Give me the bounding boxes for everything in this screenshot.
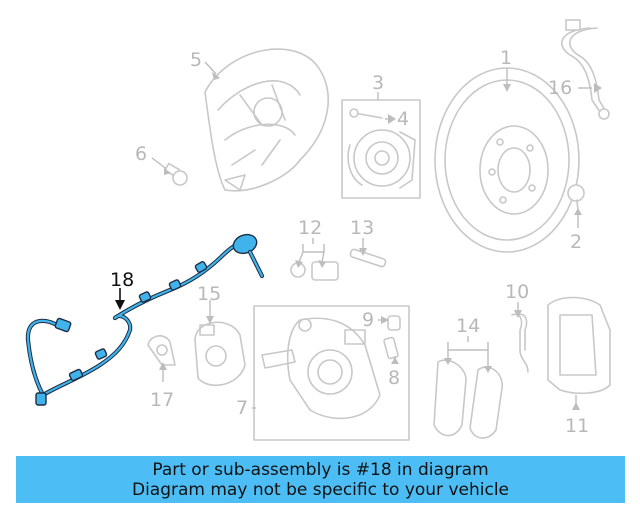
leader-arrowheads	[159, 72, 602, 410]
part-7-caliper-assembly	[252, 305, 410, 441]
callout-8[interactable]: 8	[388, 367, 400, 389]
part-1-brake-rotor	[434, 67, 580, 253]
callout-3[interactable]: 3	[372, 72, 384, 94]
part-2-screw	[567, 184, 585, 228]
callout-11[interactable]: 11	[565, 415, 589, 437]
part-18-abs-sensor	[25, 233, 265, 406]
part-6-bolt	[151, 157, 188, 186]
part-17-bracket	[147, 335, 176, 382]
callout-labels: 1 2 3 4 5 6 7 8 9 10 11 12 13 14 15 16 1…	[110, 47, 589, 437]
callout-17[interactable]: 17	[150, 389, 174, 411]
part-3-hub-bearing	[341, 92, 421, 199]
banner-line-disclaimer: Diagram may not be specific to your vehi…	[131, 479, 509, 500]
callout-15[interactable]: 15	[197, 283, 221, 305]
callout-6[interactable]: 6	[135, 143, 147, 165]
banner-line-part-number: Part or sub-assembly is #18 in diagram	[152, 459, 489, 480]
parts-diagram: 1 2 3 4 5 6 7 8 9 10 11 12 13 14 15 16 1…	[25, 19, 611, 441]
part-12-guide-pin-kit	[290, 238, 339, 281]
info-banner: Part or sub-assembly is #18 in diagram D…	[16, 456, 625, 503]
callout-7[interactable]: 7	[236, 397, 248, 419]
callout-2[interactable]: 2	[570, 231, 582, 253]
part-4-hub-bolt	[349, 108, 392, 120]
part-11-caliper-carrier	[547, 296, 611, 410]
part-13-pin	[349, 238, 387, 268]
callout-12[interactable]: 12	[298, 217, 322, 239]
part-15-parking-motor	[194, 300, 246, 387]
callout-9[interactable]: 9	[362, 309, 374, 331]
callout-1[interactable]: 1	[500, 47, 512, 69]
part-16-brake-hose	[561, 19, 610, 120]
callout-13[interactable]: 13	[350, 217, 374, 239]
callout-5[interactable]: 5	[190, 49, 202, 71]
callout-16[interactable]: 16	[548, 77, 572, 99]
callout-14[interactable]: 14	[456, 315, 480, 337]
callout-18[interactable]: 18	[110, 269, 134, 291]
part-5-dust-shield	[204, 48, 329, 192]
part-14-brake-pads	[433, 336, 503, 439]
callout-10[interactable]: 10	[505, 281, 529, 303]
callout-4[interactable]: 4	[397, 108, 409, 130]
